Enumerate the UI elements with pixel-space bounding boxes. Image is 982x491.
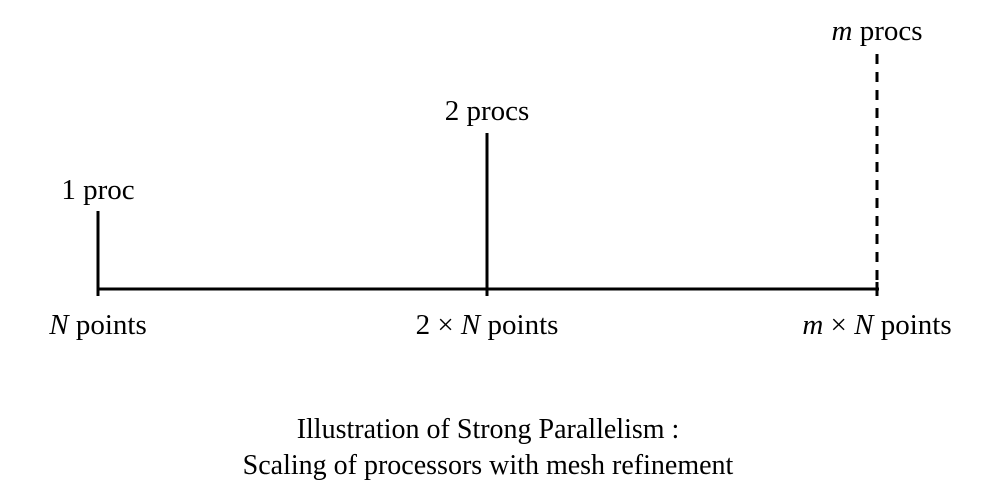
stage-1-procs-label: 1 proc	[61, 174, 134, 206]
stage-2-points-label: 2 × N points	[416, 309, 559, 341]
caption-line-1: Illustration of Strong Parallelism :	[297, 414, 680, 445]
caption-line-2: Scaling of processors with mesh refineme…	[243, 450, 734, 481]
stage-m-procs-label: m procs	[831, 15, 922, 47]
stage-m-points-label: m × N points	[802, 309, 951, 341]
stage-1-points-label: N points	[48, 309, 147, 341]
stage-2-procs-label: 2 procs	[445, 95, 530, 127]
